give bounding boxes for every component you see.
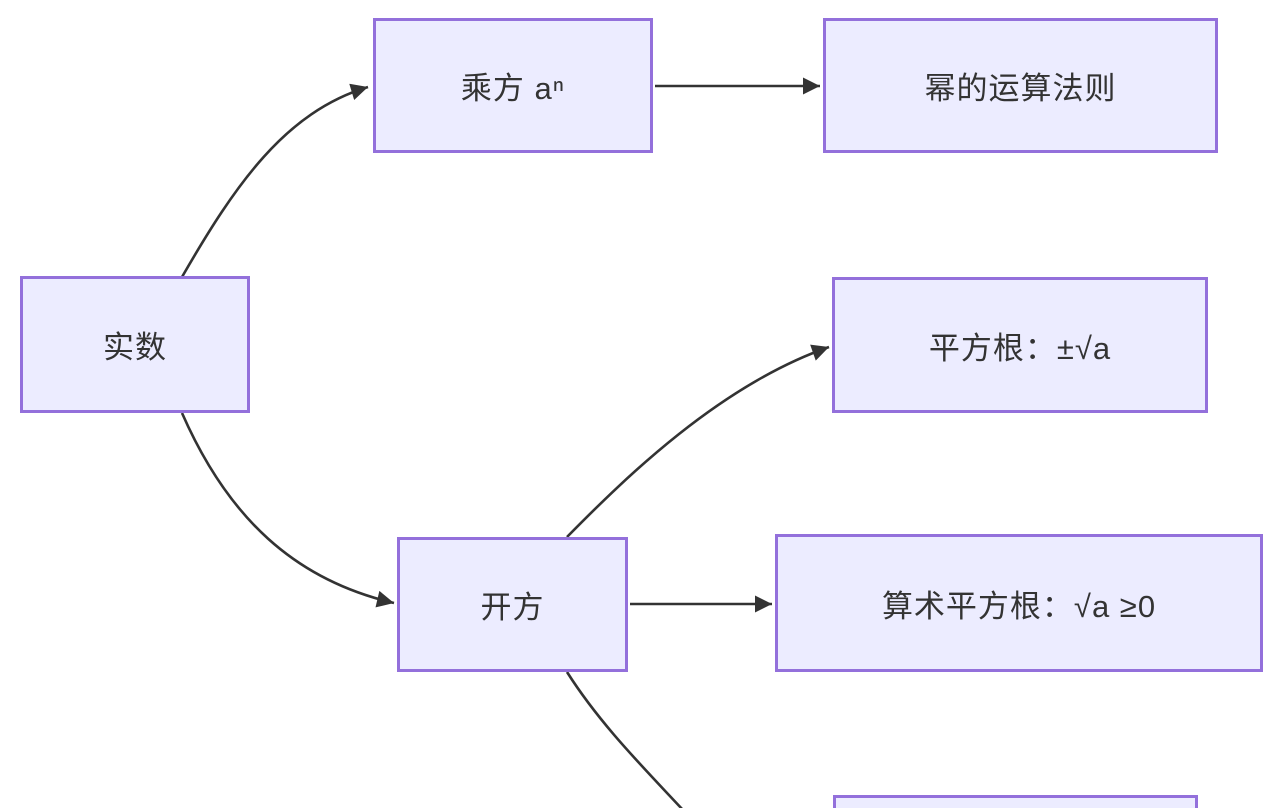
edge-real-to-root <box>180 412 395 608</box>
node-bottom-partial <box>833 795 1198 808</box>
node-square-root: 平方根：±√a <box>832 277 1208 413</box>
node-root-extraction-label: 开方 <box>480 590 545 625</box>
edge-root-to-sqrt <box>566 344 830 538</box>
edge-root-to-bottom <box>565 671 683 808</box>
node-power: 乘方 aⁿ <box>373 18 653 153</box>
node-arithmetic-square-root: 算术平方根：√a ≥0 <box>775 534 1263 672</box>
node-arithmetic-square-root-label: 算术平方根：√a ≥0 <box>881 588 1157 624</box>
edge-real-to-power <box>180 83 369 278</box>
node-real-numbers-label: 实数 <box>103 330 167 365</box>
node-root-extraction: 开方 <box>397 537 628 672</box>
node-power-rules-label: 幂的运算法则 <box>924 71 1117 106</box>
node-power-label: 乘方 aⁿ <box>460 71 566 106</box>
node-square-root-label: 平方根：±√a <box>928 330 1112 366</box>
node-power-rules: 幂的运算法则 <box>823 18 1218 153</box>
node-real-numbers: 实数 <box>20 276 250 413</box>
